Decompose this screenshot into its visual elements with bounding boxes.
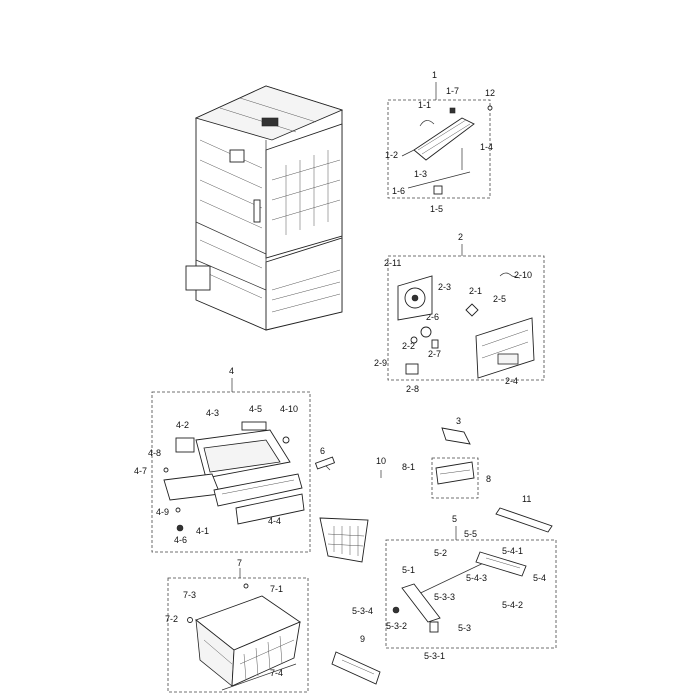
label-4-6: 4-6 — [174, 535, 187, 545]
label-1-4: 1-4 — [480, 142, 493, 152]
label-1-3: 1-3 — [414, 169, 427, 179]
label-6: 6 — [320, 446, 325, 456]
label-5: 5 — [452, 514, 457, 524]
label-4-9: 4-9 — [156, 507, 169, 517]
label-5-4-3: 5-4-3 — [466, 573, 487, 583]
label-7-2: 7-2 — [165, 614, 178, 624]
label-9: 9 — [360, 634, 365, 644]
label-5-5: 5-5 — [464, 529, 477, 539]
label-4-2: 4-2 — [176, 420, 189, 430]
label-5-1: 5-1 — [402, 565, 415, 575]
label-5-3-3: 5-3-3 — [434, 592, 455, 602]
label-5-4-1: 5-4-1 — [502, 546, 523, 556]
group-7-basket-assembly: 7 7-3 7-1 7-2 7-4 — [165, 558, 309, 693]
label-5-3: 5-3 — [458, 623, 471, 633]
label-2-4: 2-4 — [505, 376, 518, 386]
label-4-10: 4-10 — [280, 404, 298, 414]
label-7-4: 7-4 — [270, 668, 283, 678]
group-2-assembly: 2 2-11 2-10 2-3 2-1 2-5 2-6 2-2 2-7 2-9 … — [374, 232, 545, 394]
label-2-1: 2-1 — [469, 286, 482, 296]
label-5-3-4: 5-3-4 — [352, 606, 373, 616]
label-5-3-2: 5-3-2 — [386, 621, 407, 631]
label-4-4: 4-4 — [268, 516, 281, 526]
label-4-8: 4-8 — [148, 448, 161, 458]
label-8: 8 — [486, 474, 491, 484]
label-2-11: 2-11 — [384, 258, 401, 268]
label-4-3: 4-3 — [206, 408, 219, 418]
label-11: 11 — [522, 494, 531, 504]
group-5-assembly: 5 5-5 5-2 5-4-1 5-1 5-4-3 5-4 5-3-3 5-4-… — [352, 514, 557, 661]
label-12: 12 — [485, 88, 495, 98]
label-2-10: 2-10 — [514, 270, 532, 280]
label-2-8: 2-8 — [406, 384, 419, 394]
label-4-1: 4-1 — [196, 526, 209, 536]
label-7-1: 7-1 — [270, 584, 283, 594]
label-7: 7 — [237, 558, 242, 568]
label-4-7: 4-7 — [134, 466, 147, 476]
label-4: 4 — [229, 366, 234, 376]
label-1: 1 — [432, 70, 437, 80]
label-3: 3 — [456, 416, 461, 426]
label-5-4-2: 5-4-2 — [502, 600, 523, 610]
label-1-1: 1-1 — [418, 100, 431, 110]
label-7-3: 7-3 — [183, 590, 196, 600]
part-9-cover: 9 — [331, 634, 381, 685]
label-5-4: 5-4 — [533, 573, 546, 583]
label-2-5: 2-5 — [493, 294, 506, 304]
label-1-2: 1-2 — [385, 150, 398, 160]
label-10: 10 — [376, 456, 386, 466]
centre-parts: 3 10 8-1 8 11 — [319, 416, 553, 563]
label-1-7: 1-7 — [446, 86, 459, 96]
group-1-assembly: 1 1-1 1-7 12 1-2 1-4 1-3 1-6 1-5 — [385, 70, 495, 214]
label-2-7: 2-7 — [428, 349, 441, 359]
label-2-6: 2-6 — [426, 312, 439, 322]
label-2-3: 2-3 — [438, 282, 451, 292]
label-1-5: 1-5 — [430, 204, 443, 214]
label-1-6: 1-6 — [392, 186, 405, 196]
label-5-2: 5-2 — [434, 548, 447, 558]
label-2: 2 — [458, 232, 463, 242]
fridge-cabinet-drawing — [185, 85, 344, 331]
label-2-2: 2-2 — [402, 341, 415, 351]
label-5-3-1: 5-3-1 — [424, 651, 445, 661]
label-8-1: 8-1 — [402, 462, 415, 472]
label-4-5: 4-5 — [249, 404, 262, 414]
label-2-9: 2-9 — [374, 358, 387, 368]
group-4-drawer-assembly: 4 4-3 4-5 4-10 4-2 4-8 4-7 4-9 4-6 4-1 4… — [134, 366, 336, 553]
